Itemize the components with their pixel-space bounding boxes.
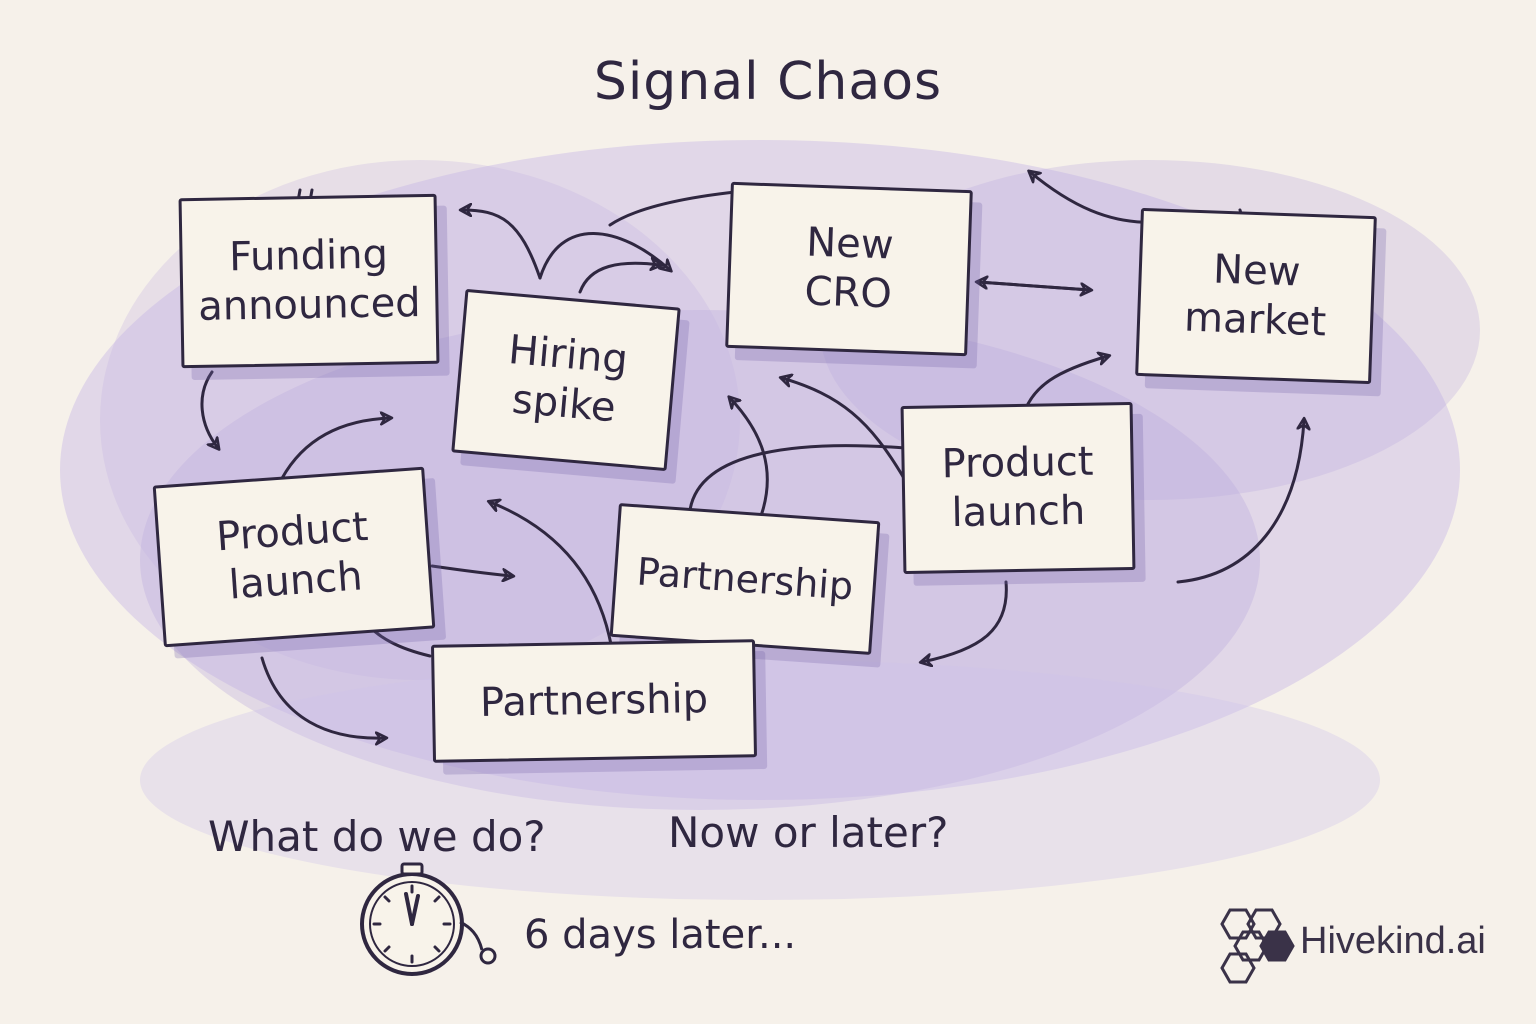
note-partnership-bottom: Partnership [430,639,758,763]
arrow-launch-to-hiring [276,418,390,488]
note-product-launch-right-label: Product launch [941,438,1094,537]
note-product-launch-left-label: Product launch [214,504,370,609]
note-funding-label: Funding announced [197,231,421,330]
question-what-do-we-do: What do we do? [208,812,546,861]
page-title: Signal Chaos [593,52,943,112]
stopwatch-icon [360,862,497,976]
note-funding: Funding announced [178,193,440,369]
note-hiring-label: Hiring spike [506,327,630,432]
arrow-hiring-to-cro-2 [578,263,660,294]
arrow-right-launch-down [922,580,1008,662]
brand-name: Hivekind.ai [1300,920,1486,962]
arrow-right-launch-up [782,378,907,482]
arrow-hiring-to-funding [462,210,542,280]
note-partnership-center: Partnership [609,503,881,655]
note-new-market: New market [1135,207,1377,385]
note-new-market-label: New market [1183,246,1327,346]
arrow-launch-to-partnership [430,564,512,576]
arrow-launch-to-bottom [260,656,385,738]
note-new-cro-label: New CRO [803,219,895,318]
note-product-launch-right: Product launch [900,401,1136,575]
arrow-hiring-to-cro [538,232,670,280]
arrow-right-to-market [1176,420,1304,584]
question-now-or-later: Now or later? [668,808,949,857]
arrow-bottom-to-up [490,502,614,652]
arrow-market-to-cro [978,282,1092,292]
timer-label: 6 days later... [524,912,797,958]
arc-partnership-right [688,444,907,512]
note-partnership-bottom-label: Partnership [479,675,709,726]
note-product-launch-left: Product launch [152,466,436,648]
hexagon-logo-icon [1220,908,1295,984]
note-partnership-center-label: Partnership [635,549,855,609]
arrow-funding-to-launch [200,370,218,448]
note-hiring: Hiring spike [451,288,681,472]
note-new-cro: New CRO [725,181,973,357]
